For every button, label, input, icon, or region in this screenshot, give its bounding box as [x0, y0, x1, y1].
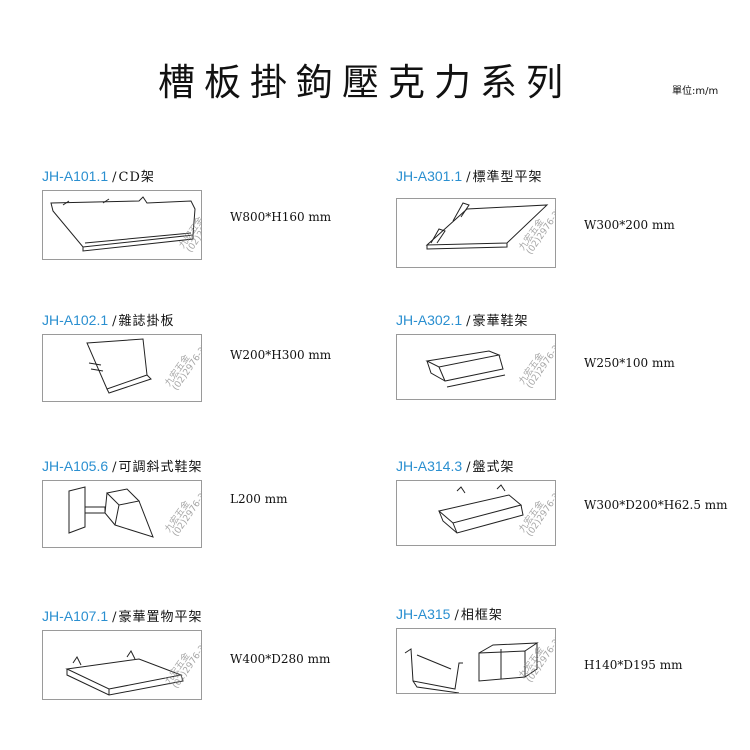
product-label: JH-A301.1/標準型平架 [396, 166, 543, 185]
product-code: JH-A302.1 [396, 312, 463, 328]
product-image[interactable]: 九宏五金 (02)2976-3797 [42, 630, 202, 700]
unit-label: 單位:m/m [672, 86, 719, 97]
product-dimension: W250*100 mm [584, 356, 675, 370]
product-image[interactable]: 九宏五金 (02)2976-3797 [396, 198, 556, 268]
adjustable-shoe-rack-drawing [68, 486, 154, 538]
product-code: JH-A301.1 [396, 168, 463, 184]
product-name: CD架 [118, 170, 155, 185]
product-dimension: W300*200 mm [584, 218, 675, 232]
product-dimension: W400*D280 mm [230, 652, 331, 666]
product-item[interactable]: JH-A105.6/可調斜式鞋架 九宏五金 (02)2976-3797 L200… [42, 456, 382, 566]
product-dimension: W200*H300 mm [230, 348, 332, 362]
photo-frame-rack-drawing [404, 642, 539, 693]
product-item[interactable]: JH-A301.1/標準型平架 九宏五金 (02)2976-3797 W300*… [396, 166, 736, 276]
standard-shelf-drawing [425, 202, 549, 250]
product-label: JH-A314.3/盤式架 [396, 456, 515, 475]
separator: / [112, 610, 117, 625]
magazine-board-drawing [86, 338, 152, 394]
product-label: JH-A315/相框架 [396, 604, 503, 623]
product-label: JH-A102.1/雜誌掛板 [42, 310, 175, 329]
product-image[interactable]: 九宏五金 (02)2976-3797 [396, 480, 556, 546]
product-label: JH-A302.1/豪華鞋架 [396, 310, 529, 329]
cd-rack-drawing [50, 196, 196, 252]
product-code: JH-A101.1 [42, 168, 109, 184]
luxury-shelf-drawing [65, 650, 184, 696]
separator: / [466, 314, 471, 329]
product-dimension: L200 mm [230, 492, 288, 506]
product-name: 雜誌掛板 [118, 314, 175, 329]
product-name: 豪華鞋架 [472, 314, 529, 329]
product-code: JH-A107.1 [42, 608, 109, 624]
product-image[interactable]: 九宏五金 (02)2976-3797 [396, 628, 556, 694]
product-image[interactable]: 九宏五金 (02)2976-3797 [396, 334, 556, 400]
product-item[interactable]: JH-A314.3/盤式架 九宏五金 (02)2976-3797 W300*D2… [396, 456, 736, 566]
separator: / [466, 170, 471, 185]
tray-rack-drawing [437, 484, 524, 534]
product-code: JH-A102.1 [42, 312, 109, 328]
product-label: JH-A107.1/豪華置物平架 [42, 606, 203, 625]
page-title: 槽板掛鉤壓克力系列 [158, 61, 572, 104]
product-name: 可調斜式鞋架 [118, 460, 203, 475]
product-item[interactable]: JH-A101.1/CD架 九宏五金 (02)2976-3797 W800*H1… [42, 166, 382, 276]
product-name: 相框架 [460, 608, 503, 623]
product-item[interactable]: JH-A315/相框架 九宏五金 (02)2976-3797 H140*D195… [396, 604, 736, 714]
product-name: 豪華置物平架 [118, 610, 203, 625]
product-label: JH-A105.6/可調斜式鞋架 [42, 456, 203, 475]
product-dimension: W800*H160 mm [230, 210, 332, 224]
product-dimension: H140*D195 mm [584, 658, 683, 672]
separator: / [112, 460, 117, 475]
product-code: JH-A314.3 [396, 458, 463, 474]
product-item[interactable]: JH-A107.1/豪華置物平架 九宏五金 (02)2976-3797 W400… [42, 606, 382, 716]
product-name: 標準型平架 [472, 170, 543, 185]
separator: / [466, 460, 471, 475]
product-image[interactable]: 九宏五金 (02)2976-3797 [42, 190, 202, 260]
product-item[interactable]: JH-A102.1/雜誌掛板 九宏五金 (02)2976-3797 W200*H… [42, 310, 382, 420]
product-label: JH-A101.1/CD架 [42, 166, 155, 185]
separator: / [112, 170, 117, 185]
product-item[interactable]: JH-A302.1/豪華鞋架 九宏五金 (02)2976-3797 W250*1… [396, 310, 736, 420]
product-name: 盤式架 [472, 460, 515, 475]
shoe-rack-drawing [425, 350, 506, 388]
product-dimension: W300*D200*H62.5 mm [584, 498, 728, 512]
product-image[interactable]: 九宏五金 (02)2976-3797 [42, 334, 202, 402]
product-code: JH-A105.6 [42, 458, 109, 474]
product-image[interactable]: 九宏五金 (02)2976-3797 [42, 480, 202, 548]
separator: / [454, 608, 459, 623]
product-code: JH-A315 [396, 606, 451, 622]
separator: / [112, 314, 117, 329]
